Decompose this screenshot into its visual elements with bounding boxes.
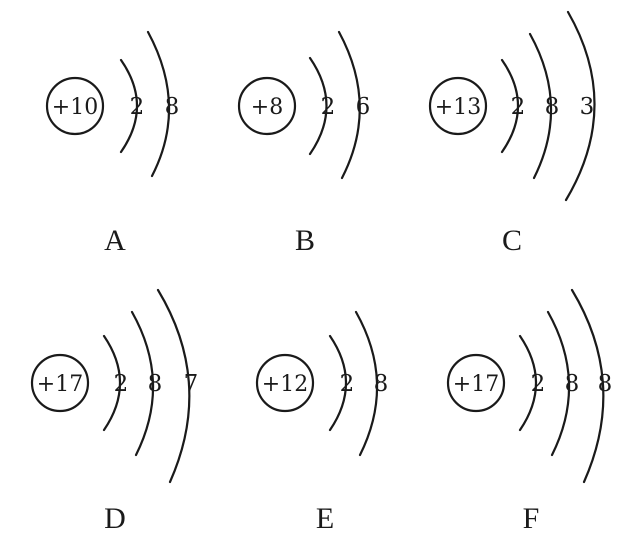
label-a: A bbox=[104, 224, 126, 257]
shell-e-2 bbox=[354, 310, 379, 457]
shell-c-3 bbox=[564, 10, 596, 202]
shell-c-2 bbox=[528, 32, 553, 180]
shell-b-2 bbox=[337, 30, 361, 180]
electron-count-b-2: 6 bbox=[356, 94, 371, 120]
atom-b: +8 2 6 bbox=[237, 30, 371, 180]
electron-count-d-1: 2 bbox=[114, 371, 129, 397]
nucleus-a bbox=[45, 76, 105, 136]
shell-d-3 bbox=[156, 288, 191, 484]
electron-count-d-2: 8 bbox=[148, 371, 163, 397]
nucleus-e bbox=[255, 353, 315, 413]
atom-f: +17 2 8 8 bbox=[446, 288, 613, 484]
shell-a-2 bbox=[146, 30, 171, 178]
electron-count-c-1: 2 bbox=[511, 94, 526, 120]
label-e: E bbox=[316, 502, 334, 535]
shell-b-1 bbox=[308, 56, 328, 156]
electron-count-e-1: 2 bbox=[340, 371, 355, 397]
shell-a-1 bbox=[119, 58, 138, 154]
nucleus-d bbox=[30, 353, 90, 413]
atom-d: +17 2 8 7 bbox=[30, 288, 199, 484]
shell-e-1 bbox=[328, 334, 347, 432]
electron-count-c-3: 3 bbox=[580, 94, 595, 120]
nucleus-charge-c: +13 bbox=[435, 95, 481, 120]
shell-f-3 bbox=[570, 288, 605, 484]
nucleus-charge-d: +17 bbox=[37, 372, 83, 397]
electron-count-f-1: 2 bbox=[531, 371, 546, 397]
shell-f-2 bbox=[546, 310, 571, 457]
electron-count-f-3: 8 bbox=[598, 371, 613, 397]
atom-c: +13 2 8 3 bbox=[428, 10, 596, 202]
nucleus-charge-f: +17 bbox=[453, 372, 499, 397]
electron-count-a-1: 2 bbox=[130, 94, 145, 120]
label-c: C bbox=[502, 224, 522, 257]
nucleus-charge-e: +12 bbox=[262, 372, 308, 397]
nucleus-b bbox=[237, 76, 297, 136]
atom-e: +12 2 8 bbox=[255, 310, 389, 457]
nucleus-f bbox=[446, 353, 506, 413]
nucleus-charge-b: +8 bbox=[251, 95, 283, 120]
label-d: D bbox=[104, 502, 126, 535]
shell-f-1 bbox=[518, 334, 537, 432]
electron-count-d-3: 7 bbox=[184, 371, 199, 397]
shell-d-2 bbox=[130, 310, 155, 457]
shell-d-1 bbox=[102, 334, 121, 432]
nucleus-charge-a: +10 bbox=[52, 95, 98, 120]
electron-count-f-2: 8 bbox=[565, 371, 580, 397]
electron-count-c-2: 8 bbox=[545, 94, 560, 120]
label-f: F bbox=[523, 502, 540, 535]
electron-count-b-1: 2 bbox=[321, 94, 336, 120]
atom-a: +10 2 8 bbox=[45, 30, 180, 178]
shell-c-1 bbox=[500, 58, 519, 154]
label-b: B bbox=[295, 224, 315, 257]
electron-count-e-2: 8 bbox=[374, 371, 389, 397]
nucleus-c bbox=[428, 76, 488, 136]
electron-count-a-2: 8 bbox=[165, 94, 180, 120]
